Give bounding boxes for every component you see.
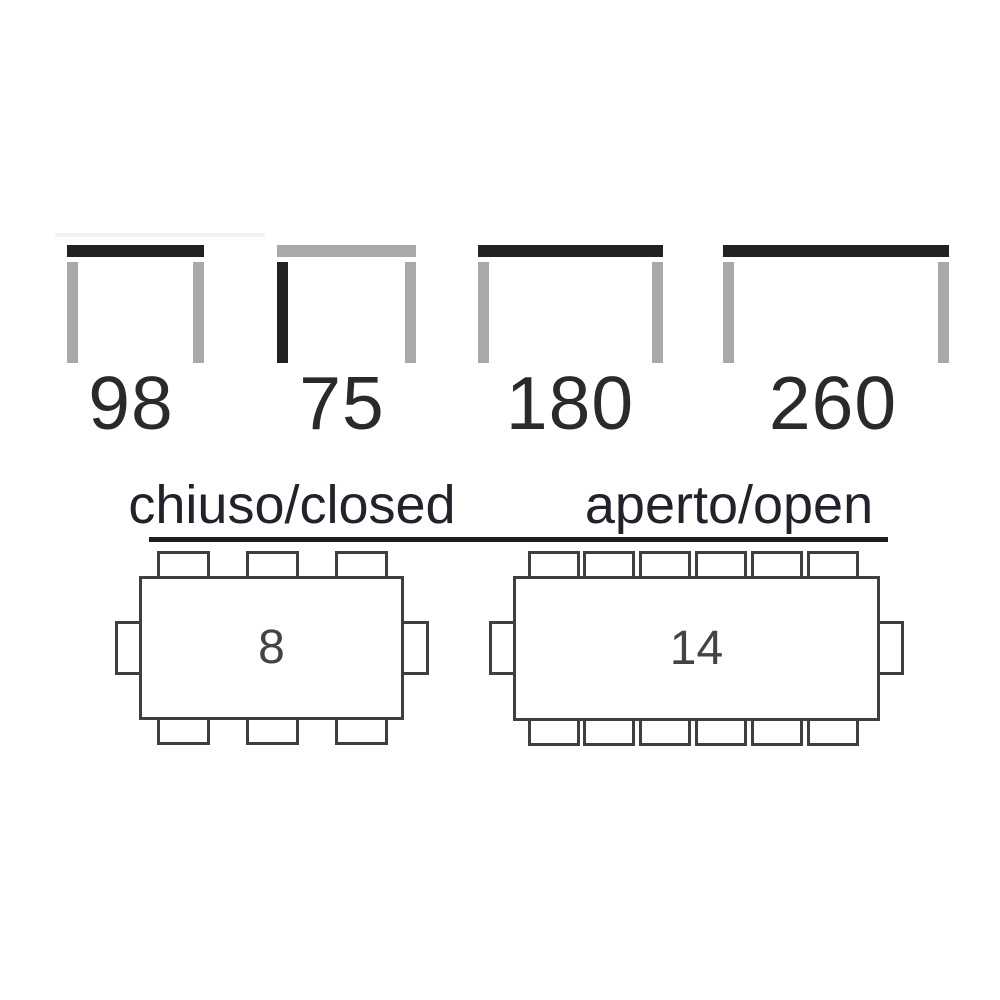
chair bbox=[528, 718, 580, 746]
chair bbox=[157, 551, 210, 579]
table-leg-right-75 bbox=[405, 262, 416, 363]
chair bbox=[583, 551, 635, 579]
table-leg-right-180 bbox=[652, 262, 663, 363]
dimension-value: 180 bbox=[506, 366, 634, 441]
chair bbox=[583, 718, 635, 746]
chair bbox=[695, 551, 747, 579]
chair bbox=[157, 717, 210, 745]
chair bbox=[751, 551, 803, 579]
chair bbox=[639, 718, 691, 746]
chair bbox=[807, 551, 859, 579]
chair bbox=[877, 621, 904, 675]
table-leg-left-98 bbox=[67, 262, 78, 363]
dimension-value: 75 bbox=[299, 366, 384, 441]
chair bbox=[807, 718, 859, 746]
tabletop-bar-260 bbox=[723, 245, 949, 257]
label-closed: chiuso/closed bbox=[128, 478, 455, 532]
chair bbox=[401, 621, 429, 675]
chair bbox=[695, 718, 747, 746]
seat-count-open: 14 bbox=[670, 625, 723, 673]
chair bbox=[528, 551, 580, 579]
table-leg-left-75 bbox=[277, 262, 288, 363]
label-open: aperto/open bbox=[585, 478, 873, 532]
chair bbox=[246, 551, 299, 579]
dimension-value: 98 bbox=[88, 366, 173, 441]
faint-artifact-line bbox=[55, 233, 265, 237]
tabletop-bar-98 bbox=[67, 245, 204, 257]
tabletop-bar-180 bbox=[478, 245, 663, 257]
chair bbox=[489, 621, 516, 675]
chair bbox=[115, 621, 142, 675]
seat-count-closed: 8 bbox=[258, 624, 285, 672]
table-leg-left-260 bbox=[723, 262, 734, 363]
table-leg-right-260 bbox=[938, 262, 949, 363]
chair bbox=[335, 717, 388, 745]
table-top-open: 14 bbox=[513, 576, 880, 721]
chair bbox=[639, 551, 691, 579]
table-top-closed: 8 bbox=[139, 576, 404, 720]
table-leg-left-180 bbox=[478, 262, 489, 363]
dimension-value: 260 bbox=[769, 366, 897, 441]
chair bbox=[751, 718, 803, 746]
chair bbox=[335, 551, 388, 579]
table-leg-right-98 bbox=[193, 262, 204, 363]
divider-line bbox=[149, 537, 888, 542]
tabletop-bar-75 bbox=[277, 245, 416, 257]
chair bbox=[246, 717, 299, 745]
